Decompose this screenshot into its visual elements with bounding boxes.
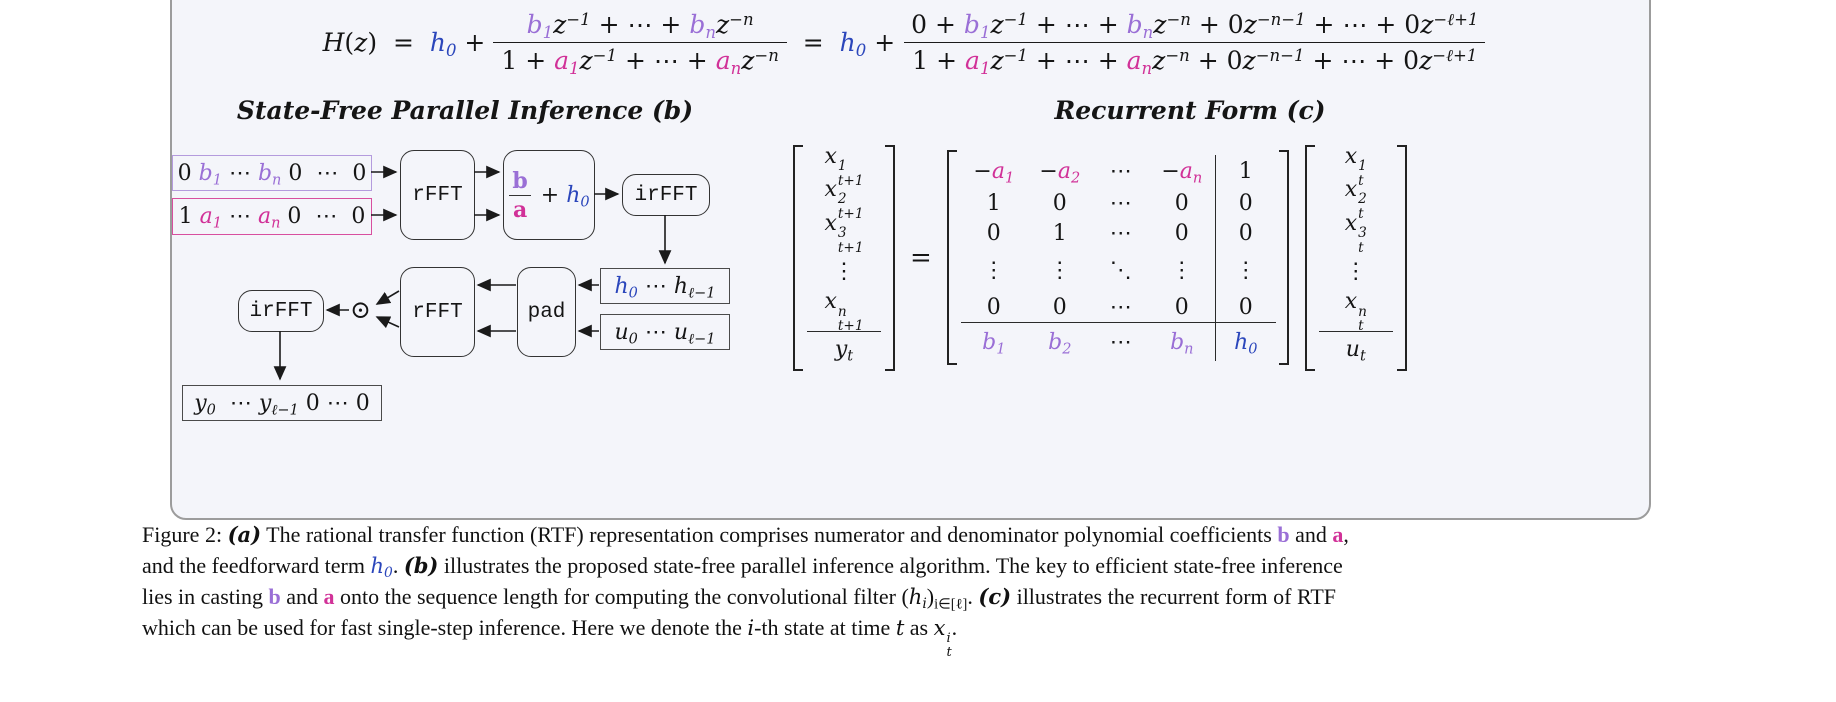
matrix-cell: ⋯ xyxy=(1109,294,1132,320)
matrix-cell: yt xyxy=(807,330,881,367)
b-over-a-fraction: b a xyxy=(508,168,532,223)
padded-rtf-fraction-denominator: 1 + a1z−1 + ⋯ + anz−n + 0z−n−1 + ⋯ + 0z−… xyxy=(904,41,1486,76)
matrix-cell: 0 xyxy=(1052,190,1067,216)
matrix-cell: 0 xyxy=(1174,294,1189,320)
matrix-cell: −an xyxy=(1161,159,1203,187)
caption-line-2: and the feedforward term h0. (b) illustr… xyxy=(142,553,1343,582)
matrix-cell: ⋯ xyxy=(1109,190,1132,216)
filter-h-box: h0 ⋯ hℓ−1 xyxy=(600,268,730,304)
matrix-cell: ⋯ xyxy=(1109,220,1132,246)
matrix-cell: ⋮ xyxy=(1048,257,1071,283)
caption-line-3: lies in casting b and a onto the sequenc… xyxy=(142,584,1336,613)
matrix-cell: 1 xyxy=(1214,155,1276,188)
figure-panel-border xyxy=(170,0,1651,520)
matrix-cell: 0 xyxy=(1052,294,1067,320)
matrix-cell: 1 xyxy=(1052,220,1067,246)
b-over-a-plus-h0-box: b a + h0 xyxy=(503,150,595,240)
matrix-cell: ⋱ xyxy=(1109,257,1132,283)
rtf-fraction-denominator: 1 + a1z−1 + ⋯ + anz−n xyxy=(493,41,787,76)
matrix-cell: ⋯ xyxy=(1109,159,1132,184)
matrix-cell: b2 xyxy=(1026,322,1093,361)
heading-recurrent-form: Recurrent Form (c) xyxy=(1054,96,1326,125)
output-y-box: y0 ⋯ yℓ−1 0 ⋯ 0 xyxy=(182,385,382,421)
heading-state-free-parallel-inference: State-Free Parallel Inference (b) xyxy=(236,96,694,125)
rfft-box-1: rFFT xyxy=(400,150,475,240)
rtf-fraction: b1z−1 + ⋯ + bnz−n 1 + a1z−1 + ⋯ + anz−n xyxy=(493,9,787,76)
matrix-cell: −a2 xyxy=(1039,159,1081,187)
equation-lhs: H(z) = h0 + xyxy=(322,27,486,60)
transfer-function-equation: H(z) = h0 + b1z−1 + ⋯ + bnz−n 1 + a1z−1 … xyxy=(170,0,1647,84)
matrix-cell: 0 xyxy=(1174,190,1189,216)
numerator-coefficients-box: 0 b1 ⋯ bn 0 ⋯ 0 xyxy=(172,155,372,191)
matrix-cell: bn xyxy=(1148,322,1215,361)
matrix-cell: b1 xyxy=(960,322,1027,361)
matrix-cell: 0 xyxy=(1214,292,1276,322)
matrix-cell: 0 xyxy=(1174,220,1189,246)
matrix-cell: 1 xyxy=(986,190,1001,216)
equation-mid: = h0 + xyxy=(794,27,896,60)
matrix-cell: 0 xyxy=(986,294,1001,320)
matrix-cell: ⋮ xyxy=(1214,248,1276,292)
matrix-cell: 0 xyxy=(1214,188,1276,218)
matrix-cell: ⋮ xyxy=(1344,259,1367,284)
matrix-cell: −a1 xyxy=(973,159,1015,187)
matrix-cell: ut xyxy=(1318,330,1393,367)
elementwise-product-icon: ⊙ xyxy=(350,295,371,324)
matrix-cell: ⋮ xyxy=(1170,257,1193,283)
padded-rtf-fraction: 0 + b1z−1 + ⋯ + bnz−n + 0z−n−1 + ⋯ + 0z−… xyxy=(903,9,1486,76)
matrix-cell: h0 xyxy=(1214,322,1276,361)
irfft-box-1: irFFT xyxy=(622,174,710,216)
irfft-box-2: irFFT xyxy=(238,290,324,332)
rfft-box-2: rFFT xyxy=(400,267,475,357)
pad-box: pad xyxy=(517,267,576,357)
matrix-cell: ⋮ xyxy=(982,257,1005,283)
figure-caption: Figure 2: (a) The rational transfer func… xyxy=(142,522,1462,660)
matrix-cell: 0 xyxy=(1214,218,1276,248)
matrix-cell: ⋮ xyxy=(833,259,855,284)
caption-line-1: Figure 2: (a) The rational transfer func… xyxy=(142,522,1349,547)
matrix-cell: 0 xyxy=(986,220,1001,246)
input-u-box: u0 ⋯ uℓ−1 xyxy=(600,314,730,350)
rtf-fraction-numerator: b1z−1 + ⋯ + bnz−n xyxy=(526,9,754,42)
denominator-coefficients-box: 1 a1 ⋯ an 0 ⋯ 0 xyxy=(172,198,372,235)
caption-line-4: which can be used for fast single-step i… xyxy=(142,615,958,660)
matrix-cell: ⋯ xyxy=(1092,322,1149,361)
padded-rtf-fraction-numerator: 0 + b1z−1 + ⋯ + bnz−n + 0z−n−1 + ⋯ + 0z−… xyxy=(911,9,1479,42)
equals-sign: = xyxy=(910,242,932,273)
